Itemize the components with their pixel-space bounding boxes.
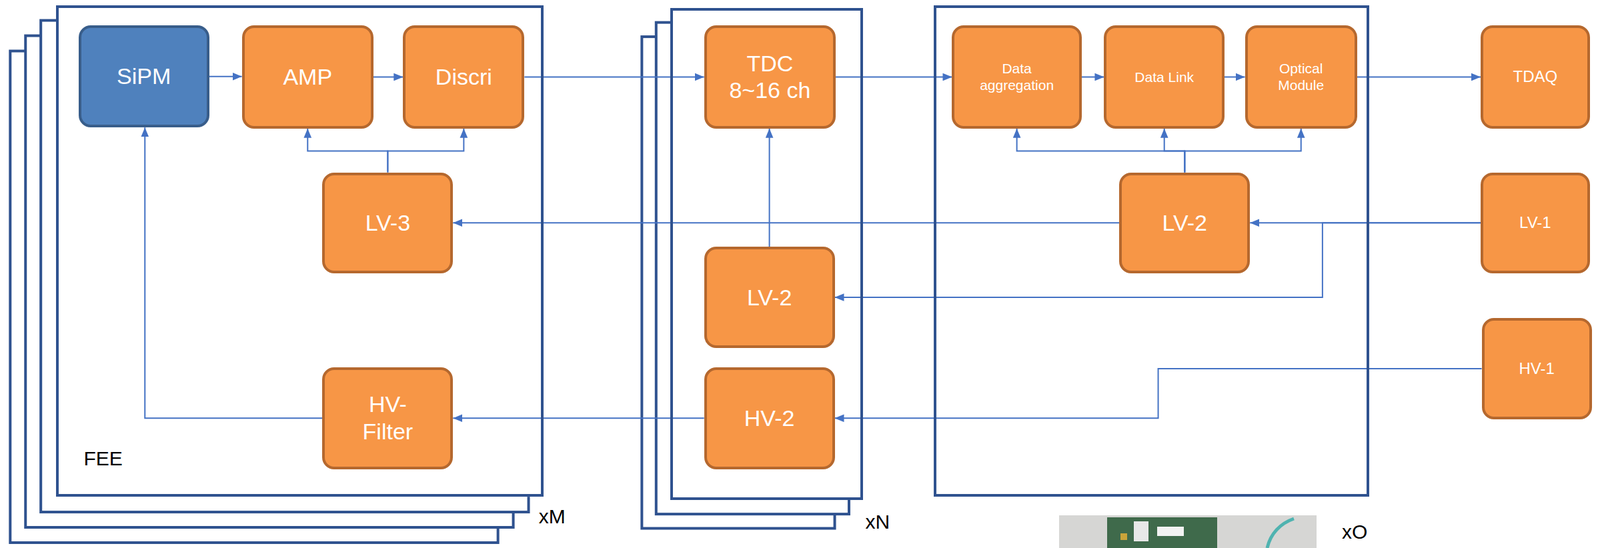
- process-box: Data aggregation: [951, 25, 1082, 129]
- box-label: Discri: [435, 63, 493, 91]
- box-label: LV-1: [1519, 213, 1552, 233]
- sensor-box: SiPM: [78, 25, 210, 128]
- box-label: Optical Module: [1267, 60, 1335, 94]
- process-box: Optical Module: [1245, 25, 1358, 129]
- multiplicity-label: xN: [865, 510, 890, 535]
- connector: [1357, 76, 1481, 78]
- panel-ground: [670, 8, 864, 500]
- connector: [1017, 128, 1186, 173]
- power-box: HV-2: [704, 367, 836, 470]
- component: [1120, 533, 1128, 541]
- box-label: LV-2: [746, 284, 792, 312]
- connector: [1081, 76, 1105, 78]
- power-box: LV-3: [322, 172, 453, 274]
- process-box: AMP: [242, 25, 374, 129]
- panel-heading: FEE: [83, 446, 123, 471]
- power-box: LV-2: [704, 246, 836, 348]
- photo-ground: [1059, 515, 1317, 548]
- power-box: LV-1: [1480, 172, 1590, 274]
- connector: [452, 417, 704, 419]
- power-box: HV- Filter: [322, 367, 453, 470]
- connector: [768, 128, 771, 248]
- connector: [387, 128, 464, 173]
- box-label: HV-2: [744, 404, 795, 433]
- connector: [524, 76, 704, 78]
- box-label: TDC 8~16 ch: [722, 50, 817, 105]
- box-label: Data Link: [1134, 68, 1194, 86]
- connector: [209, 76, 243, 78]
- connector: [373, 76, 403, 78]
- tdc-panel: xNTDC 8~16 chLV-2HV-2: [670, 8, 864, 500]
- cable: [1267, 518, 1294, 548]
- connector: [1224, 76, 1246, 78]
- multiplicity-label: xO: [1341, 520, 1368, 545]
- box-label: HV- Filter: [354, 390, 421, 446]
- stacked-panels: [10, 5, 1370, 543]
- box-label: AMP: [282, 63, 333, 91]
- box-label: LV-2: [1162, 209, 1208, 237]
- connector: [307, 128, 388, 173]
- pcb: [1107, 517, 1218, 548]
- connector: [1184, 128, 1301, 173]
- connector: [1164, 128, 1186, 173]
- box-label: TDAQ: [1513, 67, 1558, 87]
- process-box: Data Link: [1103, 25, 1225, 129]
- sticker: [1157, 526, 1184, 537]
- connector: [452, 222, 1120, 224]
- box-label: Data aggregation: [975, 60, 1059, 94]
- process-box: TDAQ: [1480, 25, 1590, 129]
- process-box: TDC 8~16 ch: [704, 25, 836, 129]
- board-photo: [1059, 515, 1317, 548]
- multiplicity-label: xM: [538, 504, 566, 529]
- aggregation-panel: xOData aggregationData LinkOptical Modul…: [933, 5, 1370, 497]
- box-label: HV-1: [1518, 359, 1554, 379]
- chip: [1133, 521, 1149, 542]
- panel-ground: [56, 5, 544, 497]
- fee-panel: FEExMSiPMAMPDiscriLV-3HV- Filter: [56, 5, 544, 497]
- power-box: LV-2: [1119, 172, 1250, 274]
- connector: [835, 368, 1482, 419]
- box-label: LV-3: [365, 209, 411, 237]
- panel-ground: [933, 5, 1370, 497]
- power-box: HV-1: [1481, 318, 1592, 419]
- connector: [144, 127, 323, 419]
- process-box: Discri: [402, 25, 525, 129]
- box-label: SiPM: [116, 62, 171, 91]
